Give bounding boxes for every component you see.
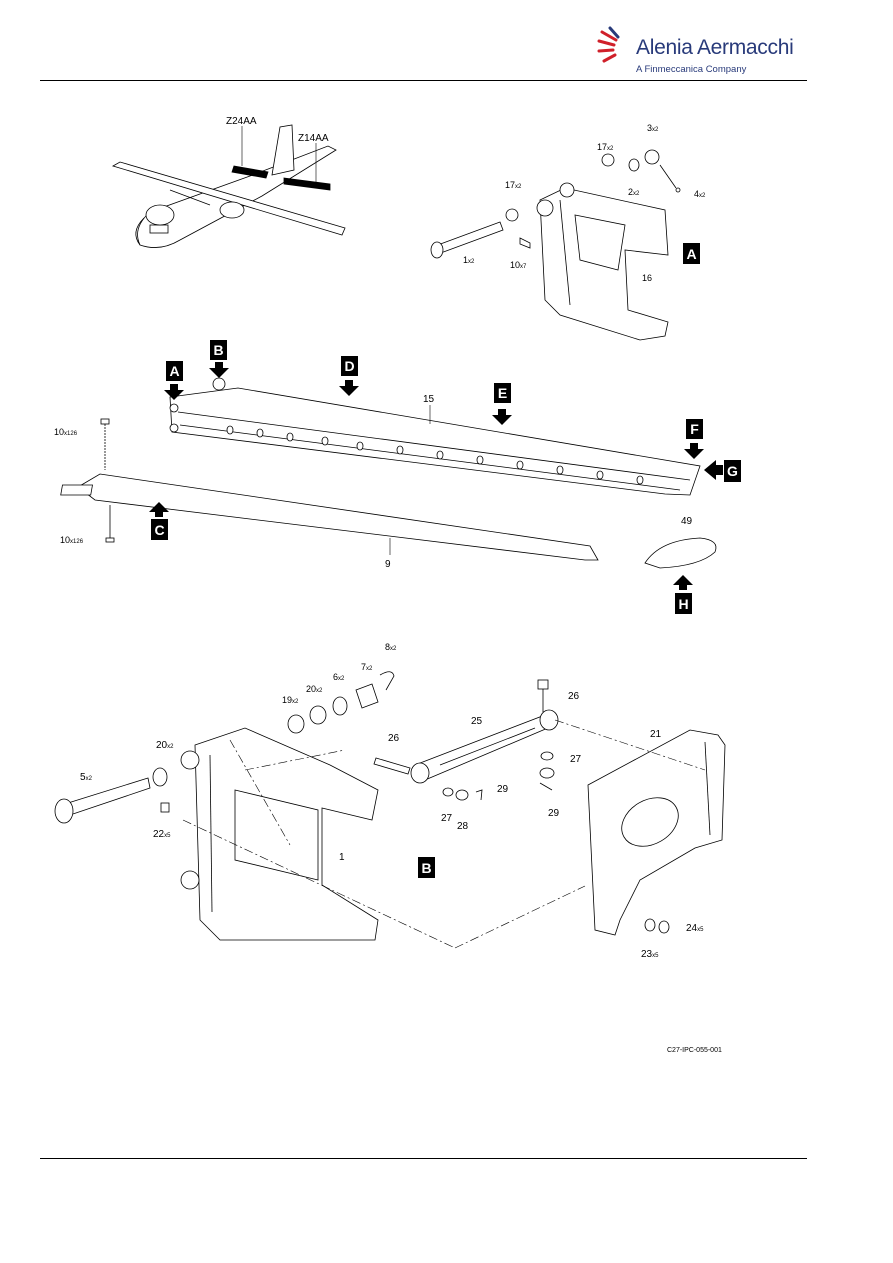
- callout-10-upper: 10x126: [54, 427, 78, 437]
- view-marker-g: G: [704, 460, 741, 482]
- callout-23: 23x5: [641, 949, 659, 960]
- view-marker-a-spar: A: [164, 361, 184, 400]
- svg-text:F: F: [690, 421, 699, 437]
- callout-1-fitting: 1: [339, 852, 345, 863]
- callout-17-lower: 17x2: [505, 180, 522, 190]
- screw-10-lower: [105, 505, 115, 543]
- svg-text:B: B: [421, 860, 431, 876]
- aircraft-label-z24aa: Z24AA: [226, 116, 257, 127]
- footer-divider: [40, 1158, 807, 1159]
- callout-3: 3x2: [647, 123, 659, 133]
- callout-6: 6x2: [333, 672, 345, 682]
- assembly-centerlines: [182, 719, 706, 949]
- callout-20-left: 20x2: [156, 740, 174, 751]
- link-rod-25: [373, 679, 559, 784]
- brand-logo: Alenia Aermacchi A Finmeccanica Company: [596, 24, 796, 80]
- callout-10-top: 10x7: [510, 260, 527, 270]
- callout-15: 15: [423, 394, 435, 405]
- callout-1-bolt: 1x2: [463, 255, 475, 265]
- callout-26-upper: 26: [568, 691, 580, 702]
- view-marker-b: B: [209, 340, 229, 378]
- svg-text:H: H: [678, 596, 688, 612]
- lower-skin-panel: [60, 473, 599, 561]
- callout-29-right: 29: [548, 808, 560, 819]
- svg-text:D: D: [344, 358, 354, 374]
- screw-22: [160, 802, 170, 813]
- callout-17-upper: 17x2: [597, 142, 614, 152]
- svg-text:A: A: [169, 363, 179, 379]
- callout-24: 24x5: [686, 923, 704, 934]
- fitting-21: [587, 729, 726, 936]
- view-marker-b-detail: B: [418, 857, 435, 878]
- callout-10-lower: 10x126: [60, 535, 84, 545]
- view-marker-a-top: A: [683, 243, 700, 264]
- callout-16: 16: [642, 273, 652, 283]
- callout-22: 22x5: [153, 829, 171, 840]
- svg-text:A: A: [686, 246, 696, 262]
- callout-27-right: 27: [570, 754, 582, 765]
- view-marker-f: F: [684, 419, 704, 459]
- brand-swoosh-icon: [597, 26, 620, 63]
- bushing-stack: [287, 671, 395, 734]
- view-marker-d: D: [339, 356, 359, 396]
- callout-2: 2x2: [628, 187, 640, 197]
- svg-text:E: E: [498, 385, 507, 401]
- tip-fairing: [644, 537, 717, 569]
- callout-25: 25: [471, 716, 483, 727]
- brand-name: Alenia Aermacchi: [636, 36, 794, 59]
- header-divider: [40, 80, 807, 81]
- callout-28: 28: [457, 821, 469, 832]
- spar-assembly: [169, 377, 701, 496]
- aircraft-locator-view: [111, 124, 346, 248]
- view-marker-e: E: [492, 383, 512, 425]
- callout-26-left: 26: [388, 733, 400, 744]
- view-marker-c: C: [149, 502, 169, 540]
- nut-washer-23-24: [644, 918, 670, 934]
- callout-4: 4x2: [694, 189, 706, 199]
- callout-5: 5x2: [80, 772, 93, 783]
- callout-49: 49: [681, 516, 693, 527]
- figure-id: C27-IPC-055-001: [667, 1047, 722, 1054]
- callout-27-left: 27: [441, 813, 453, 824]
- screw-10-upper: [100, 418, 110, 470]
- callout-7: 7x2: [361, 662, 373, 672]
- callout-19: 19x2: [282, 695, 299, 705]
- callout-20-upper: 20x2: [306, 684, 323, 694]
- callout-21: 21: [650, 729, 662, 740]
- svg-text:C: C: [154, 522, 164, 538]
- brand-tagline: A Finmeccanica Company: [636, 64, 747, 75]
- aircraft-label-z14aa: Z14AA: [298, 133, 329, 144]
- callout-8: 8x2: [385, 642, 397, 652]
- fitting-assembly-a: [430, 149, 681, 341]
- callout-9: 9: [385, 559, 391, 570]
- view-marker-h: H: [673, 575, 693, 614]
- bolt-5: [54, 767, 168, 824]
- svg-text:G: G: [727, 463, 738, 479]
- callout-29-left: 29: [497, 784, 509, 795]
- nut-washer-set: [442, 751, 555, 801]
- fitting-1: [180, 727, 379, 941]
- svg-text:B: B: [213, 342, 223, 358]
